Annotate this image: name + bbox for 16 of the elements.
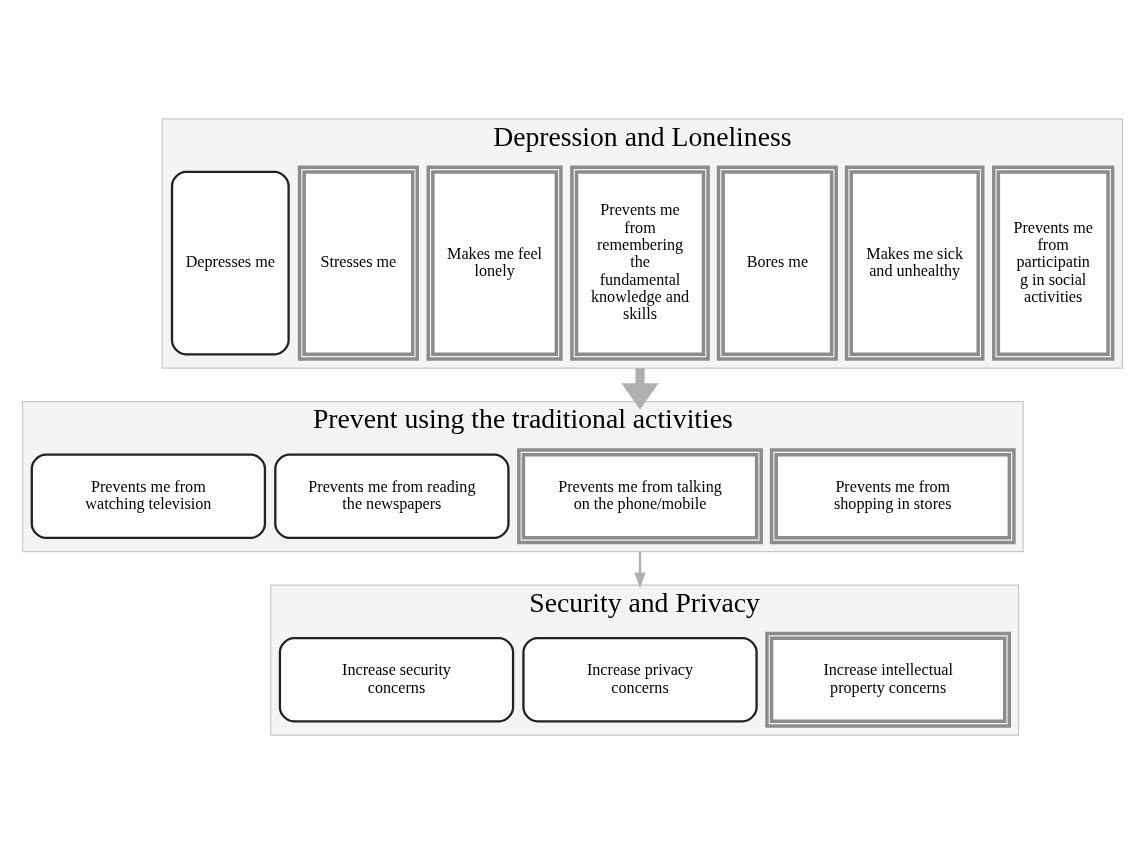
node-box: Depresses me xyxy=(170,170,290,355)
node-box: Stresses me xyxy=(297,165,419,361)
node-box: Prevents me from watching television xyxy=(30,453,267,539)
node-box: Prevents me from remembering the fundamental knowledge and skills xyxy=(570,165,710,361)
node-box: Increase security concerns xyxy=(278,636,515,722)
node-box: Prevents me from talking on the phone/mobile xyxy=(517,447,763,544)
node-box: Prevents me from participatin g in social activities xyxy=(992,165,1115,361)
node-box: Increase privacy concerns xyxy=(522,636,758,722)
arrow xyxy=(634,551,646,589)
node-box: Bores me xyxy=(716,165,838,361)
arrow xyxy=(621,367,659,410)
node-box: Prevents me from shopping in stores xyxy=(769,447,1016,544)
node-box: Makes me feel lonely xyxy=(426,165,563,361)
node-box: Increase intellectual property concerns xyxy=(765,631,1012,728)
node-box: Prevents me from reading the newspapers xyxy=(274,453,510,539)
node-box: Makes me sick and unhealthy xyxy=(844,165,985,361)
